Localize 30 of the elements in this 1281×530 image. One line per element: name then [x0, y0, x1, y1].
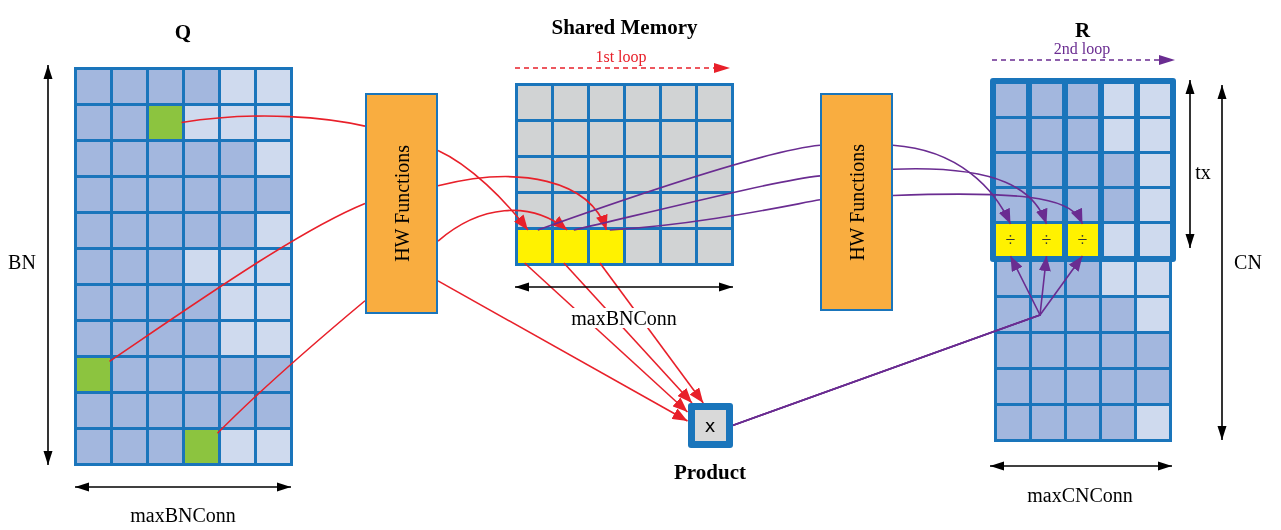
- dimension-label: maxCNConn: [1025, 485, 1135, 505]
- arrow: [892, 144, 1012, 225]
- grid-title: Q: [174, 20, 192, 44]
- operator-cell: ÷: [1067, 224, 1098, 256]
- highlighted-cell: [518, 230, 551, 263]
- arrow: [437, 209, 568, 242]
- node-title: Product: [674, 460, 746, 484]
- operator-symbol: x: [694, 410, 726, 441]
- arrow: [892, 168, 1048, 225]
- highlighted-cell: [590, 230, 623, 263]
- loop-label: 2nd loop: [1051, 41, 1113, 57]
- dimension-label: BN: [6, 252, 38, 272]
- dimension-label: maxBNConn: [128, 505, 238, 525]
- highlighted-cell: [554, 230, 587, 263]
- highlighted-cell: [76, 358, 110, 391]
- arrow: [892, 193, 1084, 225]
- operator-cell: ÷: [1031, 224, 1062, 256]
- arrow: [437, 176, 608, 231]
- dimension-label: CN: [1232, 252, 1264, 272]
- dimension-label: maxBNConn: [569, 308, 679, 328]
- arrow: [437, 280, 689, 422]
- operator-cell: ÷: [995, 224, 1026, 256]
- arrow: [437, 149, 529, 231]
- process-box: HW Functions: [365, 93, 438, 314]
- process-box: HW Functions: [820, 93, 893, 311]
- highlighted-cell: [184, 430, 218, 463]
- highlighted-cell: [148, 106, 182, 139]
- grid-title: R: [1074, 18, 1091, 42]
- loop-label: 1st loop: [593, 49, 649, 65]
- grid-title: Shared Memory: [551, 15, 698, 39]
